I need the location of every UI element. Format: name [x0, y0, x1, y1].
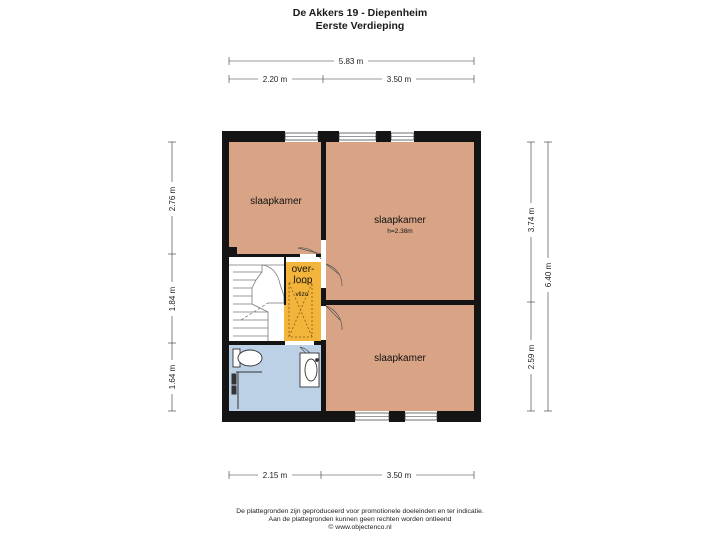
- dim-bottom-right: 3.50 m: [387, 471, 412, 480]
- dimension-text-masks: [167, 56, 553, 480]
- walls: [222, 131, 481, 422]
- shower-screen: [231, 371, 262, 409]
- dim-right-upper: 3.74 m: [527, 207, 536, 232]
- dim-top-left: 2.20 m: [263, 75, 288, 84]
- label-bedroom-nw: slaapkamer: [250, 196, 302, 207]
- washbasin: [299, 352, 320, 388]
- dim-right-lower: 2.59 m: [527, 344, 536, 369]
- disclaimer-line-1: De plattegronden zijn geproduceerd voor …: [236, 508, 484, 515]
- label-bedroom-ne: slaapkamer: [374, 215, 426, 226]
- bedroom-nw-area: [229, 142, 321, 254]
- label-landing-2: loop: [294, 275, 313, 286]
- dim-top-total: 5.83 m: [339, 57, 364, 66]
- label-bedroom-ne-height: h=2.38m: [387, 228, 412, 235]
- plan-title: De Akkers 19 - Diepenheim: [292, 7, 428, 19]
- bedroom-ne-area: [326, 142, 474, 300]
- window-glass-lines: [285, 136, 437, 417]
- dim-left-middle: 1.84 m: [168, 286, 177, 311]
- label-landing-1: over-: [292, 264, 315, 275]
- website-link[interactable]: © www.objectenco.nl: [328, 524, 392, 532]
- dim-right-total: 6.40 m: [544, 262, 553, 287]
- disclaimer: De plattegronden zijn geproduceerd voor …: [0, 508, 720, 533]
- label-bedroom-se: slaapkamer: [374, 353, 426, 364]
- toilet: [232, 348, 263, 368]
- disclaimer-line-2: Aan de plattegronden kunnen geen rechten…: [268, 516, 452, 524]
- staircase: [229, 264, 285, 341]
- floor-subtitle: Eerste Verdieping: [315, 20, 405, 32]
- title-block: De Akkers 19 - Diepenheim Eerste Verdiep…: [0, 7, 720, 33]
- dim-left-lower: 1.64 m: [168, 364, 177, 389]
- dim-left-upper: 2.76 m: [168, 186, 177, 211]
- bedroom-se-area: [326, 305, 474, 411]
- label-vlizo: vlizo: [295, 291, 308, 298]
- dim-top-right: 3.50 m: [387, 75, 412, 84]
- dim-bottom-left: 2.15 m: [263, 471, 288, 480]
- vlizo-hatch: [288, 282, 313, 338]
